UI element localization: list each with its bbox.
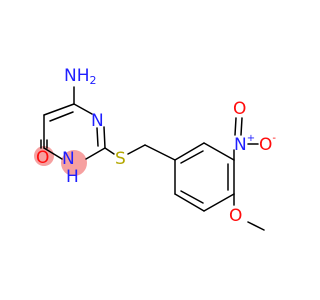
bond-b1-b2-inner <box>180 150 204 164</box>
bond-o-ch3 <box>247 221 265 231</box>
bond-c2-n3 <box>85 147 106 160</box>
bond-c5-c6-double <box>49 111 74 122</box>
nitro-nitrogen-label: N+ <box>234 133 255 155</box>
ring-nitrogen-top-label: N <box>91 111 104 131</box>
bond-lines <box>40 86 265 231</box>
bond-n3-c4 <box>43 147 63 160</box>
molecule-canvas: NH2 N N H O S N+ O O- O <box>34 66 276 231</box>
bond-c5-c6 <box>43 103 75 116</box>
bond-b1-b2 <box>174 142 205 161</box>
nitro-oxygen-top-label: O <box>233 99 246 119</box>
highlight-ring-nh <box>61 150 87 176</box>
bond-nitro-o-top-double <box>234 117 237 136</box>
atom-labels: NH2 N N H O S N+ O O- O <box>36 66 276 226</box>
nitro-oxygen-right-label: O- <box>259 133 276 155</box>
ring-nitrogen-bottom-label: N <box>62 149 75 169</box>
bond-nitro-o-top <box>240 117 243 136</box>
ring-nitrogen-hydrogen-label: H <box>66 167 79 187</box>
bond-b2-b3 <box>203 142 235 161</box>
bond-c6-n1 <box>73 103 93 115</box>
sulfur-label: S <box>115 149 126 169</box>
bond-b4-b5 <box>203 193 235 212</box>
bond-c2-s <box>104 147 115 155</box>
methoxy-oxygen-label: O <box>229 206 242 226</box>
bond-n1-c2 <box>103 126 106 149</box>
structure-diagram: NH2 N N H O S N+ O O- O <box>34 66 276 231</box>
bond-b5-b6-inner <box>180 190 204 204</box>
amine-label: NH2 <box>64 66 97 87</box>
bond-ch2-ring <box>144 144 176 161</box>
bond-n1-c2-double <box>96 127 99 147</box>
carbonyl-oxygen-label: O <box>36 148 49 168</box>
bond-b5-b6 <box>174 193 205 212</box>
bond-s-ch2 <box>127 144 146 155</box>
